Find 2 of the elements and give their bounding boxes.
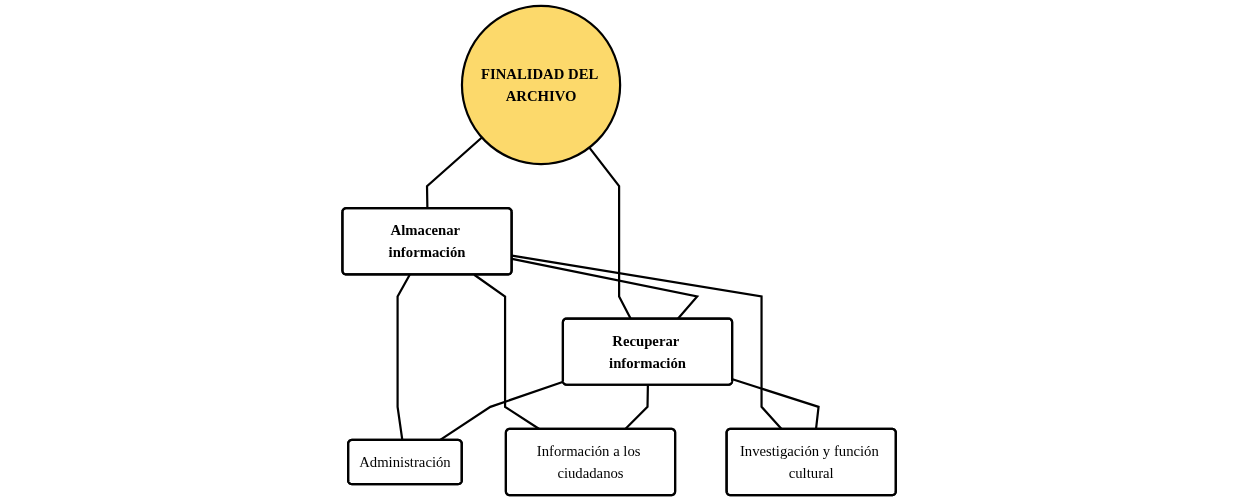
connector <box>425 136 483 209</box>
node-circle: FINALIDAD DEL ARCHIVO <box>460 4 622 166</box>
